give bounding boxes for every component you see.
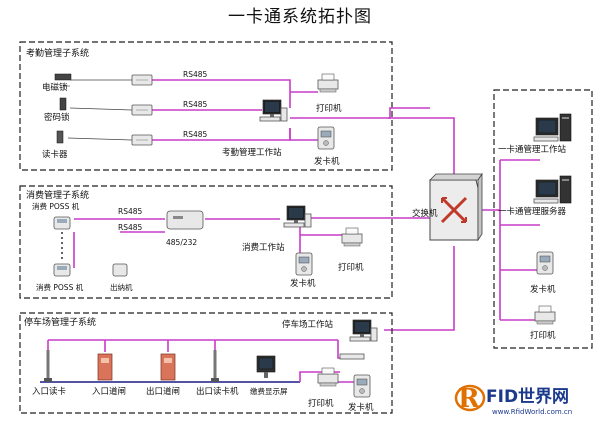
central-card-issuer-label: 发卡机: [530, 284, 556, 295]
diagram-title: 一卡通系统拓扑图: [228, 7, 372, 27]
management-server-icon: [533, 175, 572, 204]
rs485-label: RS485: [183, 130, 208, 139]
attendance-workstation-icon: [259, 99, 288, 122]
attendance-workstation-label: 考勤管理工作站: [222, 147, 282, 158]
pos-bottom-label: 消费 POSS 机: [36, 282, 84, 292]
printer-icon: [317, 367, 339, 387]
consumption-subsystem: 消费管理子系统 消费 POSS 机 消费 POSS 机 出纳机 RS485 RS…: [19, 185, 430, 299]
attendance-subsystem-box: [19, 41, 393, 171]
card-reader-icon: [56, 130, 64, 144]
keyboard-icon: [339, 353, 365, 360]
consumption-subsystem-box: [19, 185, 393, 299]
management-workstation-label: 一卡通管理工作站: [498, 144, 567, 155]
attendance-subsystem: 考勤管理子系统 电磁锁 密码锁 读卡器 RS485 RS485 RS485 考勤…: [19, 41, 430, 171]
entry-gate-label: 入口道闸: [92, 386, 126, 397]
fee-display-label: 缴费显示屏: [250, 386, 288, 396]
watermark-brand: FID世界网: [486, 387, 569, 407]
parking-card-issuer-label: 发卡机: [348, 402, 374, 413]
magnetic-lock-icon: [54, 73, 72, 81]
access-controller-icon: [131, 104, 153, 116]
attendance-subsystem-title: 考勤管理子系统: [26, 47, 89, 59]
consumption-workstation-icon: [283, 205, 312, 228]
magnetic-lock-label: 电磁锁: [42, 82, 68, 93]
card-issuer-icon: [317, 126, 335, 150]
watermark-url: www.RfidWorld.com.cn: [492, 408, 572, 416]
deposit-machine-label: 出纳机: [110, 282, 133, 292]
watermark-logo-ring: [454, 384, 486, 412]
access-controller-icon: [131, 74, 153, 86]
attendance-printer-label: 打印机: [316, 103, 342, 114]
pos-top-label: 消费 POSS 机: [32, 201, 80, 211]
entry-reader-icon: [44, 350, 52, 382]
rs485-label: RS485: [118, 207, 143, 216]
central-management-box: [493, 89, 593, 349]
consumption-card-issuer-label: 发卡机: [290, 278, 316, 289]
parking-workstation-label: 停车场工作站: [282, 319, 334, 330]
pos-terminal-icon: [53, 216, 71, 230]
consumption-subsystem-title: 消费管理子系统: [26, 189, 89, 201]
consumption-printer-label: 打印机: [338, 262, 364, 273]
consumption-workstation-label: 消费工作站: [242, 242, 285, 253]
exit-gate-label: 出口道闸: [146, 386, 180, 397]
exit-reader-label: 出口读卡机: [196, 386, 239, 397]
rs485-label: RS485: [118, 223, 143, 232]
fee-display-icon: [256, 355, 276, 378]
card-issuer-icon: [295, 252, 313, 276]
switch-icon: [429, 172, 483, 242]
management-server-label: 一卡通管理服务器: [498, 206, 567, 217]
rs485-label: RS485: [183, 100, 208, 109]
exit-reader-icon: [211, 350, 219, 382]
central-management: 一卡通管理工作站 一卡通管理服务器 发卡机 打印机: [493, 89, 593, 349]
printer-icon: [534, 305, 556, 325]
exit-gate-icon: [160, 353, 176, 381]
watermark-logo-letter: R: [458, 384, 480, 414]
parking-subsystem: 停车场管理子系统 停车场工作站 入口读卡 入口道闸 出口道闸: [19, 312, 393, 414]
parking-workstation-icon: [349, 319, 378, 342]
converter-icon: [166, 210, 204, 230]
pos-terminal-icon: [53, 263, 71, 277]
rs485-label: RS485: [183, 70, 208, 79]
parking-subsystem-box: [19, 312, 393, 414]
parking-printer-label: 打印机: [308, 398, 334, 409]
attendance-card-issuer-label: 发卡机: [314, 156, 340, 167]
rfidworld-watermark: R FID世界网 www.RfidWorld.com.cn: [454, 384, 572, 416]
switch-label: 交换机: [412, 208, 438, 219]
printer-icon: [317, 73, 339, 93]
password-lock-icon: [59, 97, 67, 111]
entry-gate-icon: [97, 353, 113, 381]
deposit-machine-icon: [112, 263, 128, 277]
card-reader-label: 读卡器: [42, 149, 68, 160]
central-printer-label: 打印机: [530, 330, 556, 341]
access-controller-icon: [131, 134, 153, 146]
password-lock-label: 密码锁: [44, 112, 70, 123]
network-switch: 交换机: [384, 117, 500, 331]
parking-subsystem-title: 停车场管理子系统: [24, 316, 96, 328]
converter-label: 485/232: [166, 238, 197, 247]
entry-reader-label: 入口读卡: [32, 386, 67, 397]
card-issuer-icon: [353, 374, 371, 398]
card-issuer-icon: [536, 251, 554, 275]
printer-icon: [341, 227, 363, 247]
management-workstation-icon: [533, 113, 572, 142]
